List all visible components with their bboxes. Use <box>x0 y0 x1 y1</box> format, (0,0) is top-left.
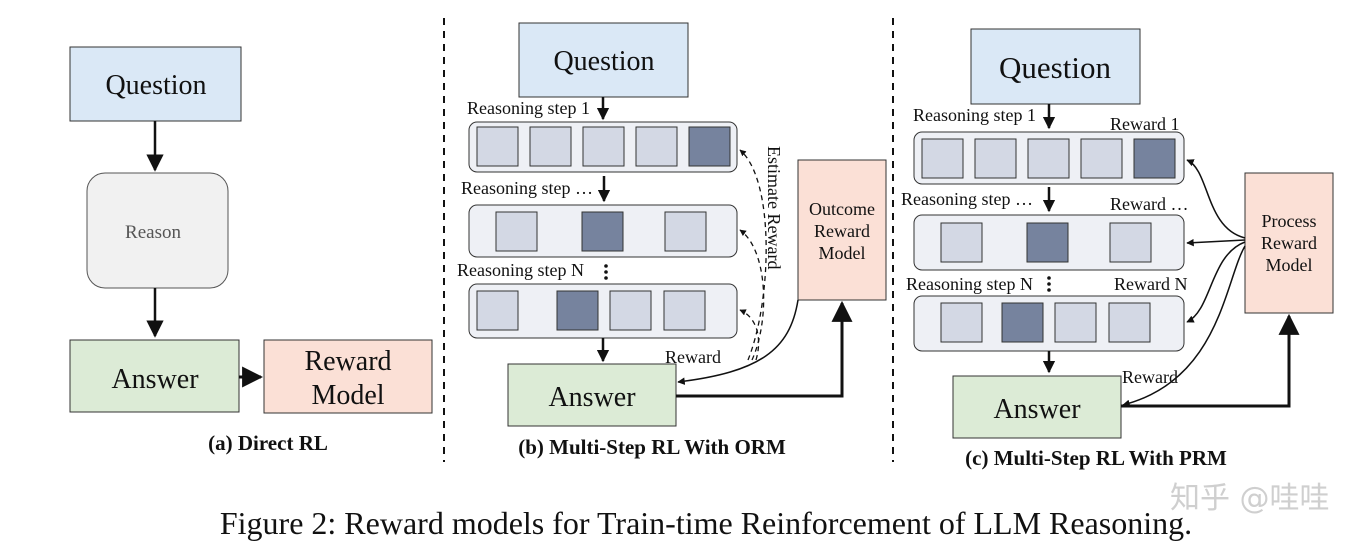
token-cell-dark <box>1133 138 1176 179</box>
arrow-prm-to-row-1 <box>1186 159 1246 239</box>
dashed-estimate-row-1 <box>739 149 767 361</box>
token-cell <box>940 302 983 343</box>
reason-box <box>86 172 229 289</box>
arrow-orm-reward-to-answer <box>677 299 799 385</box>
step-mid-label: Reasoning step … <box>901 189 1033 209</box>
panel-c: Question Reasoning step 1 Reward 1 Reaso… <box>901 28 1334 470</box>
token-cell-dark <box>581 211 624 252</box>
token-cell <box>974 138 1017 179</box>
question-label: Question <box>553 46 654 77</box>
token-cell <box>1109 222 1152 263</box>
step-n-label: Reasoning step N <box>906 274 1033 294</box>
answer-box <box>507 363 677 427</box>
token-cell <box>495 211 538 252</box>
token-cell <box>664 211 707 252</box>
orm-label-2: Reward <box>814 221 870 241</box>
prm-label-1: Process <box>1262 211 1317 231</box>
token-cell-dark <box>556 290 599 331</box>
reward-model-label-2: Model <box>311 380 384 411</box>
orm-label-3: Model <box>819 243 866 263</box>
arrow-answer-to-prm <box>1121 313 1300 408</box>
token-cell <box>663 290 706 331</box>
step-1-label: Reasoning step 1 <box>467 98 590 118</box>
token-cell <box>582 126 625 167</box>
orm-label-1: Outcome <box>809 199 875 219</box>
outcome-reward-model-box <box>797 159 887 301</box>
token-cell <box>476 290 519 331</box>
answer-label: Answer <box>548 382 636 413</box>
token-cell <box>529 126 572 167</box>
figure-caption: Figure 2: Reward models for Train-time R… <box>220 505 1192 541</box>
caption-c: (c) Multi-Step RL With PRM <box>965 446 1227 470</box>
answer-box <box>952 375 1122 439</box>
step-n-label: Reasoning step N <box>457 260 584 280</box>
watermark: 知乎 @哇哇 <box>1170 481 1330 516</box>
question-label: Question <box>999 50 1111 85</box>
token-cell-dark <box>1026 222 1069 263</box>
token-cell <box>635 126 678 167</box>
question-box <box>970 28 1141 105</box>
token-cell <box>1108 302 1151 343</box>
answer-box <box>69 339 240 413</box>
process-reward-model-box <box>1244 172 1334 314</box>
token-cell <box>609 290 652 331</box>
reward-label: Reward <box>665 347 721 367</box>
question-box <box>69 46 242 122</box>
prm-label-2: Reward <box>1261 233 1317 253</box>
reward-n-label: Reward N <box>1114 274 1187 294</box>
question-label: Question <box>105 70 206 101</box>
token-cell <box>1054 302 1097 343</box>
answer-label: Answer <box>111 364 199 395</box>
arrow-prm-reward-to-answer <box>1122 245 1246 407</box>
reward-model-label-1: Reward <box>304 346 391 377</box>
token-cell-dark <box>688 126 731 167</box>
caption-a: (a) Direct RL <box>208 431 328 455</box>
token-cell-dark <box>1001 302 1044 343</box>
reward-mid-label: Reward … <box>1110 194 1188 214</box>
token-cell <box>1027 138 1070 179</box>
vertical-ellipsis-icon <box>604 264 608 280</box>
step-1-label: Reasoning step 1 <box>913 105 1036 125</box>
arrow-prm-to-row-2 <box>1186 238 1246 247</box>
estimate-reward-label: Estimate Reward <box>764 146 784 269</box>
reward-model-box <box>263 339 433 414</box>
dashed-estimate-row-3 <box>739 309 760 361</box>
arrow-answer-to-orm <box>676 300 853 398</box>
vertical-ellipsis-icon <box>1047 276 1051 292</box>
reward-1-label: Reward 1 <box>1110 114 1179 134</box>
panel-a: Question Reason Answer Reward Model (a) … <box>69 46 433 455</box>
token-cell <box>476 126 519 167</box>
arrow-prm-to-row-3 <box>1186 241 1246 323</box>
caption-b: (b) Multi-Step RL With ORM <box>518 435 786 459</box>
token-cell <box>940 222 983 263</box>
token-cell <box>921 138 964 179</box>
reason-label: Reason <box>125 222 181 243</box>
token-cell <box>1080 138 1123 179</box>
dashed-estimate-row-2 <box>739 229 765 361</box>
answer-label: Answer <box>993 394 1081 425</box>
panel-b: Question Reasoning step 1 Reasoning step… <box>457 22 887 459</box>
prm-label-3: Model <box>1266 255 1313 275</box>
reward-label: Reward <box>1122 367 1178 387</box>
step-mid-label: Reasoning step … <box>461 178 593 198</box>
